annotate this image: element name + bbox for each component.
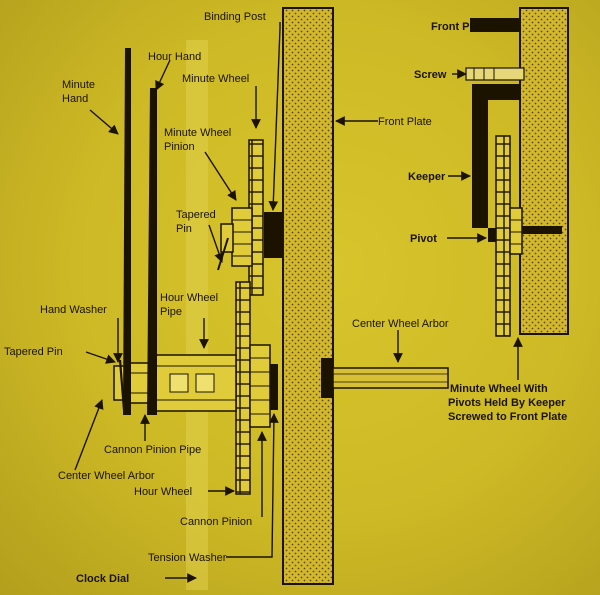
- label-minute-wheel: Minute Wheel: [182, 73, 249, 85]
- hour-wheel: [235, 281, 251, 495]
- leader-lines: [74, 22, 523, 583]
- label-tapered-pin-upper-1: Tapered: [176, 209, 216, 221]
- label-minute-wheel-pinion-2: Pinion: [164, 141, 195, 153]
- inset-front-plate: [519, 7, 569, 335]
- label-inset-screw: Screw: [414, 69, 447, 81]
- inset-keeper: [472, 84, 520, 228]
- inset-screw: [465, 67, 525, 81]
- label-hand-washer: Hand Washer: [40, 304, 107, 316]
- front-plate-main: [282, 7, 334, 585]
- label-cannon-pinion: Cannon Pinion: [180, 516, 252, 528]
- label-inset-front-plate: Front Plate: [431, 21, 488, 33]
- label-front-plate-main: Front Plate: [378, 116, 432, 128]
- label-inset-keeper: Keeper: [408, 171, 446, 183]
- label-tapered-pin-lower: Tapered Pin: [4, 346, 63, 358]
- label-center-wheel-arbor-bottom: Center Wheel Arbor: [58, 470, 155, 482]
- binding-post: [264, 212, 283, 258]
- inset-minute-wheel: [495, 135, 511, 337]
- label-center-wheel-arbor-right: Center Wheel Arbor: [352, 318, 449, 330]
- clock-dial-band: [186, 40, 208, 590]
- label-cannon-pinion-pipe: Cannon Pinion Pipe: [104, 444, 201, 456]
- cannon-pinion: [249, 344, 271, 428]
- label-minute-hand-2: Hand: [62, 93, 88, 105]
- tension-washer: [270, 364, 278, 410]
- inset-pivot: [488, 228, 496, 242]
- label-hour-wheel-pipe-2: Pipe: [160, 306, 182, 318]
- center-wheel-arbor: [321, 358, 449, 398]
- label-tapered-pin-upper-2: Pin: [176, 223, 192, 235]
- label-hour-wheel-pipe-1: Hour Wheel: [160, 292, 218, 304]
- inset-detail: [465, 7, 569, 337]
- label-inset-caption-1: Minute Wheel With: [450, 383, 548, 395]
- minute-hand: [123, 48, 131, 415]
- label-hour-hand: Hour Hand: [148, 51, 201, 63]
- label-inset-caption-2: Pivots Held By Keeper: [448, 397, 566, 409]
- label-clock-dial: Clock Dial: [76, 573, 129, 585]
- label-minute-wheel-pinion-1: Minute Wheel: [164, 127, 231, 139]
- label-hour-wheel: Hour Wheel: [134, 486, 192, 498]
- cannon-pinion-pipe: [127, 362, 151, 404]
- label-inset-caption-3: Screwed to Front Plate: [448, 411, 567, 423]
- minute-wheel-pinion: [217, 207, 253, 271]
- label-minute-hand-1: Minute: [62, 79, 95, 91]
- label-tension-washer: Tension Washer: [148, 552, 227, 564]
- hour-wheel-pipe: [149, 354, 237, 412]
- label-binding-post: Binding Post: [204, 11, 266, 23]
- label-inset-pivot: Pivot: [410, 233, 437, 245]
- hour-hand: [147, 88, 157, 415]
